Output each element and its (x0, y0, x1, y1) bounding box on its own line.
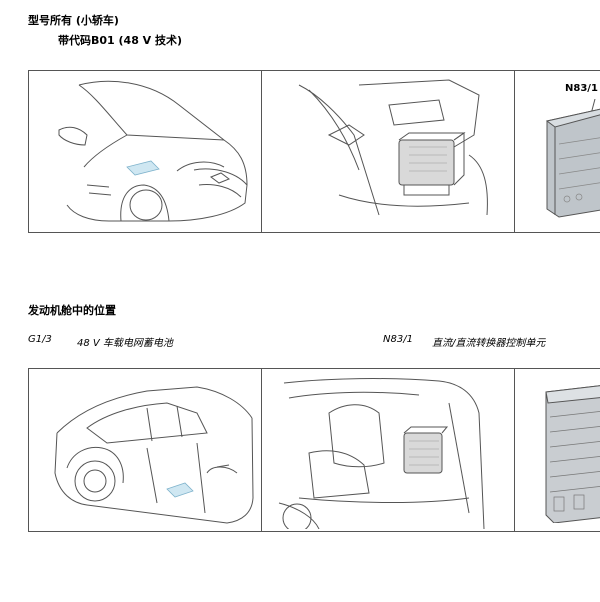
battery-location-highlight-suv (166, 482, 194, 498)
document-subtitle: 带代码B01 (48 V 技术) (58, 34, 183, 47)
engine-bay-detail-illustration (298, 79, 488, 216)
bottom-figure-panel (28, 368, 600, 532)
legend-code-n83-1: N83/1 (383, 334, 413, 345)
sedan-front-illustration (58, 80, 248, 222)
legend-code-g1-3: G1/3 (28, 334, 52, 345)
top-figure-panel: N83/1 (28, 70, 600, 233)
suv-side-illustration (54, 386, 254, 524)
top-panel-divider-2 (514, 71, 515, 232)
callout-label-n83-1: N83/1 (565, 83, 598, 94)
battery-location-highlight (126, 160, 160, 176)
top-panel-divider-1 (261, 71, 262, 232)
legend-desc-g1-3: 48 V 车载电网蓄电池 (77, 338, 173, 349)
section-title: 发动机舱中的位置 (28, 304, 116, 317)
document-title: 型号所有 (小轿车) (28, 14, 119, 27)
dcdc-converter-unit-illustration (545, 99, 600, 218)
bottom-panel-divider-2 (514, 369, 515, 531)
legend-desc-n83-1: 直流/直流转换器控制单元 (432, 338, 546, 349)
bottom-panel-divider-1 (261, 369, 262, 531)
dcdc-converter-detail-illustration (545, 385, 600, 523)
cargo-compartment-detail-illustration (278, 378, 485, 529)
